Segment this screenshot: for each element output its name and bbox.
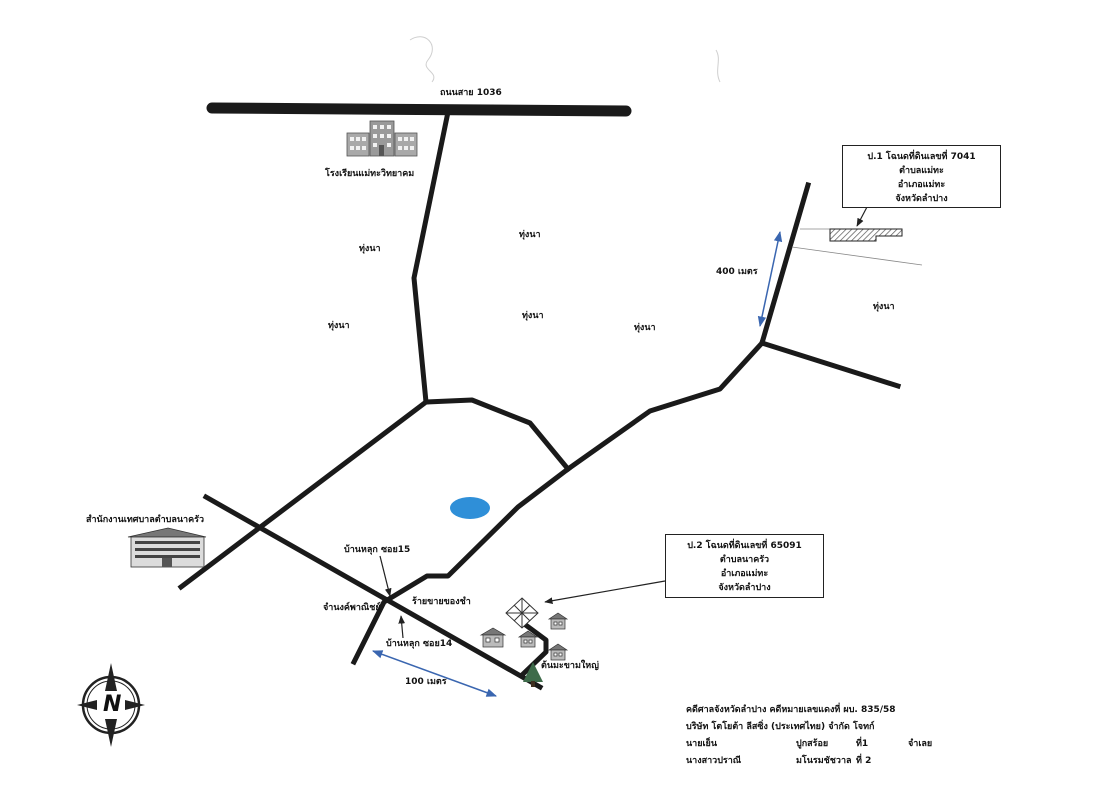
defendant-2-first-name: นางสาวปราณี — [686, 756, 742, 766]
parcel-1-line: จังหวัดลำปาง — [895, 194, 948, 204]
parcel-1-line: อำเภอแม่ทะ — [897, 180, 946, 190]
road-main-east — [564, 339, 766, 473]
defendant-1-number: ที่1 — [856, 739, 869, 749]
municipal-office-building-icon — [127, 527, 207, 568]
field-label: ทุ่งนา — [359, 244, 381, 254]
defendant-1-first-name: นายเย็น — [686, 739, 717, 749]
road-east-branch — [758, 339, 902, 390]
pointer-arrows — [379, 206, 868, 639]
big-tree-label: ต้นมะขามใหญ่ — [541, 661, 599, 671]
distance-400-arrow — [757, 230, 783, 328]
defendant-2-last-name: มโนรมชัชวาล — [796, 756, 852, 766]
parcel-2-line: ป.2 โฉนดที่ดินเลขที่ 65091 — [687, 541, 802, 551]
field-label: ทุ่งนา — [634, 323, 656, 333]
field-label: ทุ่งนา — [873, 302, 895, 312]
road-network — [177, 109, 902, 691]
road-lane-east — [518, 622, 549, 679]
road-north-south — [411, 109, 451, 405]
distance-100-arrow — [372, 650, 497, 697]
road-west-diagonal — [177, 398, 430, 591]
distance-400-label: 400 เมตร — [716, 267, 758, 277]
village-houses-icon — [479, 612, 569, 661]
parcel-2-info-box: ป.2 โฉนดที่ดินเลขที่ 65091 ตำบลนาครัว อำ… — [665, 534, 824, 598]
municipal-office-label: สำนักงานเทศบาลตำบลนาครัว — [86, 515, 204, 525]
north-compass-icon — [77, 663, 145, 747]
distance-100-label: 100 เมตร — [405, 677, 447, 687]
parcel-2-line: อำเภอแม่ทะ — [720, 569, 769, 579]
parcel-2-line: ตำบลนาครัว — [719, 555, 770, 565]
highway-1036-road — [206, 102, 632, 117]
scan-marks — [409, 36, 721, 83]
compass-letter: N — [103, 692, 122, 717]
field-label: ทุ่งนา — [519, 230, 541, 240]
soi14-label: บ้านหลุก ซอย14 — [386, 639, 453, 649]
pond — [450, 497, 490, 519]
road-south-link — [350, 465, 572, 666]
shop-right-label: ร้ายขายของชำ — [412, 597, 471, 607]
highway-label: ถนนสาย 1036 — [440, 88, 502, 98]
case-plaintiff-text: บริษัท โตโยต้า ลีสซิ่ง (ประเทศไทย) จำกัด… — [686, 722, 875, 732]
parcel-1-plot — [829, 228, 903, 242]
case-court-text: คดีศาลจังหวัดลำปาง คดีหมายเลขแดงที่ ผบ. … — [686, 705, 896, 715]
soi15-label: บ้านหลุก ซอย15 — [344, 545, 411, 555]
road-municipal — [202, 493, 544, 691]
parcel-1-info-box: ป.1 โฉนดที่ดินเลขที่ 7041 ตำบลแม่ทะ อำเภ… — [842, 145, 1001, 208]
shop-left-label: จำนงค์พาณิชย์ — [323, 603, 381, 613]
field-label: ทุ่งนา — [522, 311, 544, 321]
road-curve-east — [423, 397, 572, 473]
school-building-icon — [346, 120, 418, 157]
defendant-1-last-name: ปูกสร้อย — [796, 739, 829, 749]
field-label: ทุ่งนา — [328, 321, 350, 331]
parcel-1-line: ตำบลแม่ทะ — [899, 166, 944, 176]
parcel-2-line: จังหวัดลำปาง — [718, 583, 771, 593]
defendant-role: จำเลย — [908, 739, 933, 749]
tamarind-tree-icon — [523, 662, 543, 687]
parcel-2-marker-icon — [505, 597, 539, 629]
parcel-1-line: ป.1 โฉนดที่ดินเลขที่ 7041 — [867, 152, 976, 162]
road-northeast — [758, 181, 812, 347]
defendant-2-number: ที่ 2 — [856, 756, 872, 766]
school-label: โรงเรียนแม่ทะวิทยาคม — [325, 169, 415, 179]
